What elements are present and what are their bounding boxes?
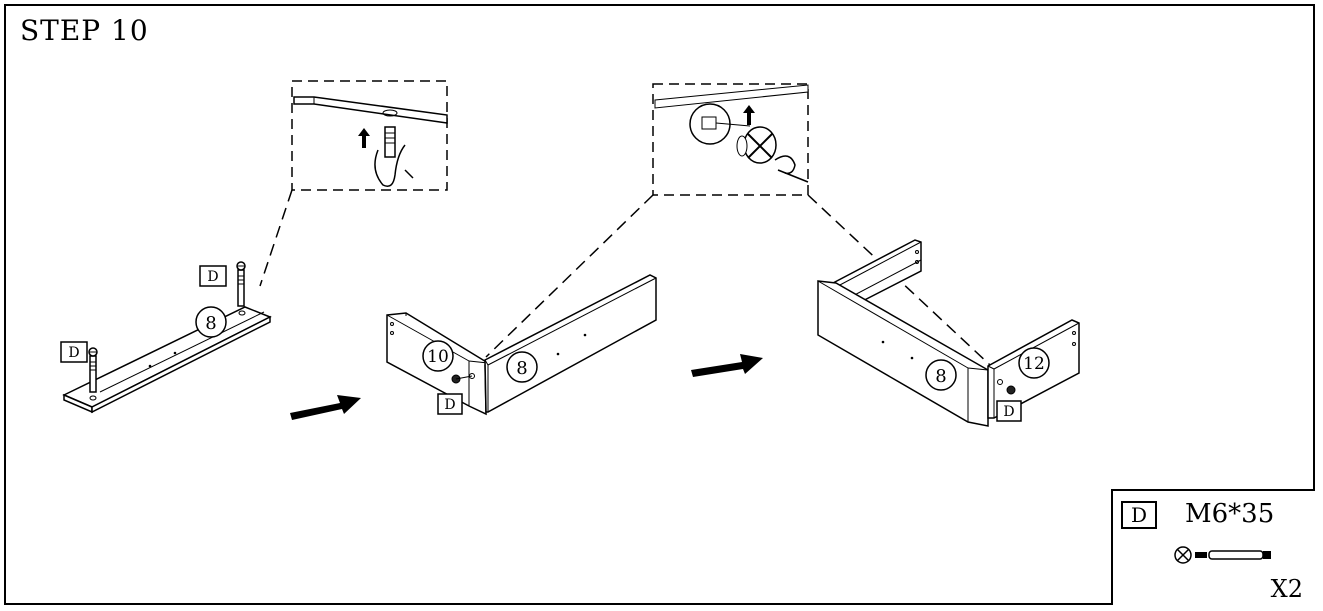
- svg-text:8: 8: [516, 358, 527, 379]
- hardware-tag: D: [1121, 501, 1157, 529]
- step-title: STEP 10: [20, 14, 149, 47]
- part-label-8-c: 8: [925, 359, 957, 391]
- hardware-quantity: X2: [1270, 575, 1303, 603]
- svg-text:8: 8: [205, 313, 216, 334]
- detail-inset-1: [259, 80, 448, 287]
- tag-d-1: D: [199, 265, 227, 287]
- svg-text:8: 8: [935, 366, 946, 387]
- svg-text:10: 10: [427, 347, 449, 367]
- cam-bolt-icon: [1174, 546, 1271, 564]
- svg-text:D: D: [68, 345, 79, 361]
- tag-d-3: D: [437, 393, 463, 415]
- svg-text:12: 12: [1023, 354, 1045, 374]
- board-8-side: [484, 274, 657, 413]
- arrow-right-icon-2: [691, 354, 763, 377]
- hardware-spec: M6*35: [1185, 499, 1275, 529]
- svg-text:D: D: [207, 269, 218, 285]
- part-label-8-b: 8: [506, 351, 538, 383]
- arrow-right-icon: [290, 395, 361, 420]
- hardware-legend: D M6*35 X2: [1111, 489, 1315, 605]
- bolt-d-1: [236, 261, 246, 307]
- frame-assembly: [817, 239, 1080, 427]
- svg-text:D: D: [444, 397, 455, 413]
- part-label-8-a: 8: [195, 306, 227, 338]
- svg-text:D: D: [1003, 404, 1014, 420]
- page-frame: [4, 4, 1315, 605]
- bolt-d-2: [88, 347, 98, 393]
- part-label-12: 12: [1018, 347, 1050, 379]
- tag-d-4: D: [996, 400, 1022, 422]
- part-label-10: 10: [422, 340, 454, 372]
- tag-d-2: D: [60, 341, 88, 363]
